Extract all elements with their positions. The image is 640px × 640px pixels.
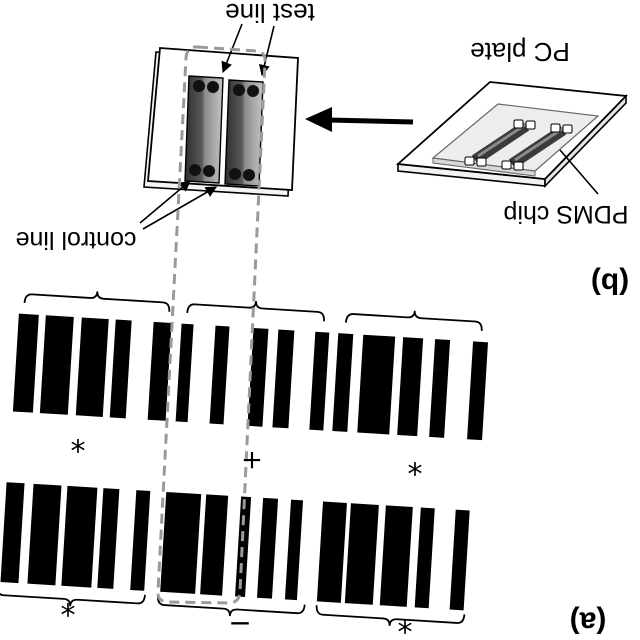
port [476,157,487,167]
barcode-bar [344,503,379,605]
barcode-panel [0,291,489,626]
barcode-bar [147,321,172,421]
dashed-highlight-outline [156,45,267,605]
bracket-top-middle [186,300,325,322]
barcode-bar [272,329,295,429]
symbol-top-right: * [408,446,423,481]
port [562,124,573,134]
reservoir-dot [247,85,259,97]
barcode-bar [109,319,132,419]
test-line-label: test line [225,0,315,28]
control-line-arrow-right [142,186,217,230]
barcode-bar [175,323,194,423]
port [464,156,475,166]
barcode-bar [75,317,109,417]
barcode-bar [309,331,330,431]
chip-top-view [143,47,299,197]
bracket-bottom-middle [157,595,306,617]
barcode-bar [332,333,354,432]
barcode-bar [97,488,120,589]
barcode-bar [160,491,202,594]
reservoir-dot [233,84,245,96]
test-line-arrow-right [258,25,275,77]
barcode-bar [209,325,230,425]
barcode-bar [467,341,489,441]
symbol-top-middle: + [241,445,263,475]
barcode-bar [414,507,435,609]
port [550,123,561,133]
chip-top-view-face [147,47,299,191]
channel-ports [464,119,573,171]
reservoir-dot [207,81,219,93]
barcode-bar [397,337,424,437]
reservoir-dot [229,168,241,180]
control-line-label: control line [16,226,137,254]
barcode-row-bottom [0,482,470,611]
barcode-row-top [12,313,489,441]
barcode-bar [256,497,279,599]
barcode-bar [200,494,229,596]
barcode-bar [235,496,252,597]
barcode-bar [61,485,98,588]
pc-plate-perspective [395,81,628,188]
control-line-arrow-left [139,180,191,224]
control-strip-left [184,75,224,184]
barcode-bar [27,483,62,586]
barcode-bar [130,490,151,591]
port [513,119,524,129]
symbol-bottom-middle: − [228,608,251,640]
symbol-bottom-right: * [398,604,413,639]
bracket-bottom-left [0,585,146,607]
reservoir-dot [193,80,205,92]
pdms-chip-perspective [431,103,600,177]
symbol-bottom-left: * [61,587,76,622]
pc-plate-label: PC plate [470,37,570,67]
panel-b-label: (b) [591,267,629,300]
reservoir-dot [243,169,255,181]
barcode-bar [357,334,396,435]
panel-a-label: (a) [570,606,607,639]
barcode-bar [39,315,74,415]
bracket-top-left [23,291,171,312]
pdms-chip-leader-line [559,149,599,195]
brackets-top [23,291,483,331]
transition-arrow-head [305,107,332,132]
port [501,160,512,170]
barcode-bar [449,509,470,611]
barcode-bar [429,339,451,438]
port [513,161,524,171]
barcode-bar [316,501,347,603]
pdms-chip-label: PDMS chip [503,200,628,228]
barcode-bar [247,327,269,427]
transition-arrow [305,107,414,132]
bracket-top-right [345,310,483,331]
transition-arrow-shaft [327,117,414,125]
barcode-bar [12,313,39,413]
reservoir-dot [203,165,215,177]
reservoir-dot [189,164,201,176]
barcode-bar [0,482,25,584]
brackets-bottom [0,585,466,626]
bracket-bottom-right [315,605,466,626]
port [525,120,536,130]
strip-reservoirs [189,80,259,181]
symbol-top-left: * [71,423,86,458]
barcode-bar [379,505,413,607]
barcode-bar [284,499,304,601]
